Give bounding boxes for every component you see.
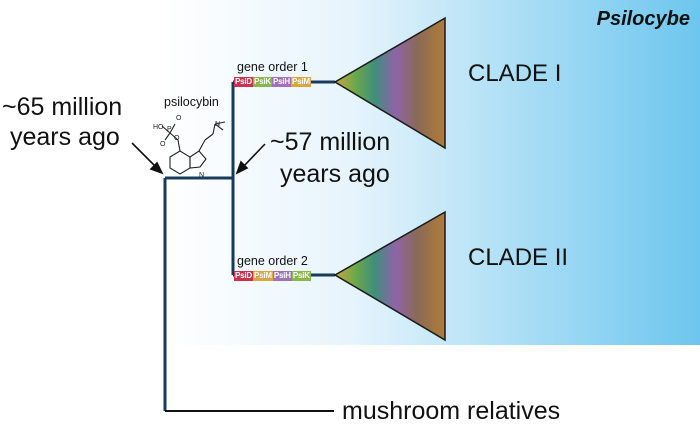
clade-2-triangle	[333, 210, 446, 342]
gene-order-2-label: gene order 2	[237, 254, 308, 268]
gene-block-psid: PsiD	[234, 271, 253, 281]
divergence-2-line1: ~57 million	[270, 128, 391, 156]
structure-atom-p: P	[167, 126, 172, 133]
structure-atom-nh: N	[199, 172, 204, 179]
arrow-divergence-2	[235, 143, 266, 175]
gene-block-psim: PsiM	[253, 271, 273, 281]
structure-atom-n-plus: N	[215, 121, 220, 128]
clade-2-label: CLADE II	[468, 244, 569, 271]
divergence-1-line1: ~65 million	[2, 93, 123, 121]
clade-1-label: CLADE I	[468, 60, 562, 87]
clade-1-triangle	[333, 16, 446, 150]
psilocybin-structure	[161, 121, 226, 175]
outgroup-label: mushroom relatives	[342, 397, 561, 425]
gene-block-psim: PsiM	[291, 77, 311, 87]
gene-block-psih: PsiH	[272, 77, 291, 87]
structure-atom-o-link: O	[174, 135, 180, 142]
divergence-2-line2: years ago	[280, 160, 390, 188]
gene-block-psik: PsiK	[253, 77, 272, 87]
structure-atom-ho: HO	[153, 124, 164, 131]
structure-atom-o-bottom: O	[160, 141, 166, 148]
gene-order-1-label: gene order 1	[237, 60, 308, 74]
molecule-label: psilocybin	[164, 95, 219, 109]
gene-block-psid: PsiD	[234, 77, 253, 87]
gene-block-psih: PsiH	[272, 271, 292, 281]
arrow-divergence-1	[131, 142, 164, 175]
structure-atom-o-top: O	[176, 115, 182, 122]
gene-block-psik: PsiK	[291, 271, 311, 281]
genus-label: Psilocybe	[596, 8, 690, 30]
divergence-1-line2: years ago	[10, 123, 120, 151]
